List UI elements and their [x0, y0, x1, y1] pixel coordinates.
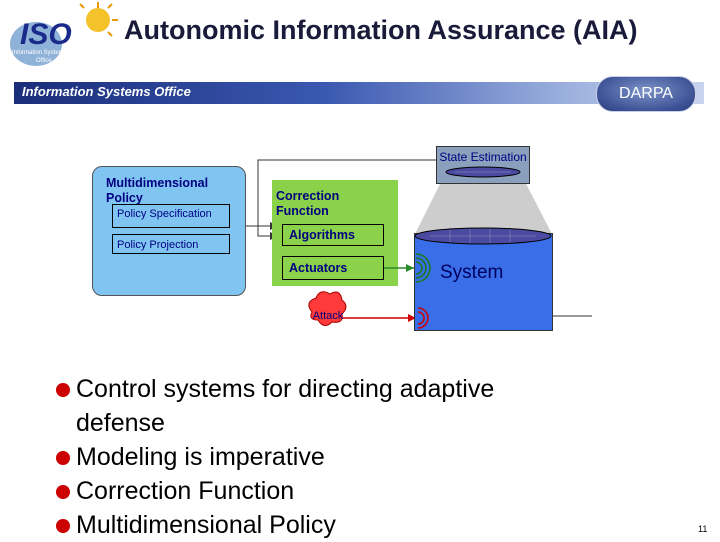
policy-box [92, 166, 246, 296]
state-estimation-label: State Estimation [439, 150, 527, 164]
bullet-dot-icon [56, 485, 70, 499]
bullet-text: Correction Function [76, 477, 295, 505]
bullet-text: Control systems for directing adaptive [76, 375, 495, 403]
bullet-dot-icon [56, 451, 70, 465]
bullet-dot-icon [56, 383, 70, 397]
bullet-item: Modeling is imperative [56, 440, 676, 474]
svg-text:Information Systems: Information Systems [12, 50, 67, 56]
bullet-dot-icon [56, 519, 70, 533]
bullet-continuation: defense [76, 409, 165, 437]
actuators-box: Actuators [282, 256, 384, 280]
policy-title: Multidimensional Policy [106, 176, 209, 205]
policy-specification: Policy Specification [112, 204, 230, 228]
page-number: 11 [698, 524, 708, 534]
algorithms-box: Algorithms [282, 224, 384, 246]
system-label: System [440, 262, 504, 283]
bullet-item: Control systems for directing adaptive [56, 372, 676, 406]
office-banner [14, 82, 704, 104]
slide-title: Autonomic Information Assurance (AIA) [124, 15, 638, 45]
bullet-text: Modeling is imperative [76, 443, 325, 471]
bullet-item: Multidimensional Policy [56, 508, 676, 542]
bullet-text: Multidimensional Policy [76, 511, 336, 539]
system-box [414, 233, 553, 331]
svg-text:ISO: ISO [20, 18, 72, 51]
svg-text:Office: Office [36, 58, 52, 64]
attack-icon [308, 291, 347, 326]
darpa-badge: DARPA [596, 76, 696, 112]
attack-label: Attack [312, 310, 344, 322]
bullet-item: Correction Function [56, 474, 676, 508]
bullet-list: Control systems for directing adaptive d… [56, 372, 676, 542]
banner-text: Information Systems Office [22, 84, 191, 99]
state-estimation-box [436, 146, 530, 184]
correction-title: Correction Function [276, 189, 340, 218]
office-logo: ISO Information Systems Office [10, 2, 118, 66]
policy-projection: Policy Projection [112, 234, 230, 254]
